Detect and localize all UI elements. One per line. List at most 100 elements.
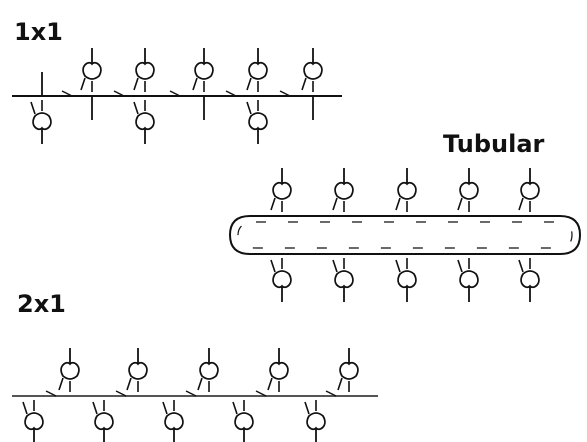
- needle-2x1-lower-1: [22, 400, 44, 442]
- needle-2x1-upper-2: [126, 348, 148, 392]
- needle-head: [269, 361, 289, 380]
- needle-hook: [246, 100, 259, 115]
- needle-hook: [267, 377, 280, 392]
- needle-hook: [457, 258, 470, 273]
- needle-1x1-lower-2: [133, 100, 155, 144]
- needle-head: [82, 61, 102, 80]
- yarn-tick-1x1-3: [169, 90, 181, 97]
- yarn-tick-2x1-4: [255, 390, 267, 397]
- needle-head: [248, 61, 268, 80]
- needle-hook: [337, 377, 350, 392]
- needle-hook: [457, 197, 470, 212]
- needle-head: [135, 61, 155, 80]
- yarn-tick-2x1-1: [45, 390, 57, 397]
- needle-hook: [30, 100, 43, 115]
- needle-hook: [332, 197, 345, 212]
- yarn-tick-1x1-5: [279, 90, 291, 97]
- needle-hook: [270, 197, 283, 212]
- needle-head: [459, 181, 479, 200]
- needle-1x1-lower-3: [246, 100, 268, 144]
- needle-tubular-lower-1: [270, 258, 292, 302]
- needle-hook: [395, 197, 408, 212]
- needle-tubular-lower-4: [457, 258, 479, 302]
- needle-2x1-upper-4: [267, 348, 289, 392]
- tubular-loop: [228, 215, 582, 255]
- needle-head: [32, 112, 52, 131]
- needle-hook: [162, 400, 175, 415]
- needle-head: [194, 61, 214, 80]
- needle-hook: [126, 377, 139, 392]
- needle-tubular-lower-3: [395, 258, 417, 302]
- yarn-tick-1x1-2: [113, 90, 125, 97]
- needle-tubular-upper-2: [332, 168, 354, 212]
- needle-2x1-lower-3: [162, 400, 184, 442]
- needle-head: [272, 181, 292, 200]
- needle-head: [94, 412, 114, 431]
- needle-hook: [518, 197, 531, 212]
- yarn-tick-1x1-4: [225, 90, 237, 97]
- needle-head: [199, 361, 219, 380]
- yarn-tick-2x1-2: [115, 390, 127, 397]
- needle-hook: [332, 258, 345, 273]
- needle-1x1-upper-5: [301, 48, 323, 92]
- needle-head: [397, 270, 417, 289]
- needle-head: [24, 412, 44, 431]
- needle-hook: [395, 258, 408, 273]
- tubular-yarn-path: [237, 221, 573, 249]
- needle-1x1-upper-1: [80, 48, 102, 92]
- label-2x1: 2x1: [17, 290, 66, 318]
- needle-hook: [133, 100, 146, 115]
- needle-head: [60, 361, 80, 380]
- needle-2x1-lower-4: [232, 400, 254, 442]
- needle-tubular-upper-1: [270, 168, 292, 212]
- needle-hook: [301, 77, 314, 92]
- needle-head: [135, 112, 155, 131]
- needle-tubular-upper-5: [518, 168, 540, 212]
- needle-2x1-upper-1: [58, 348, 80, 392]
- needle-head: [272, 270, 292, 289]
- needle-2x1-lower-2: [92, 400, 114, 442]
- needle-hook: [58, 377, 71, 392]
- needle-head: [303, 61, 323, 80]
- yarn-tick-2x1-5: [325, 390, 337, 397]
- needle-tubular-lower-5: [518, 258, 540, 302]
- needle-head: [334, 270, 354, 289]
- needle-1x1-upper-2: [133, 48, 155, 92]
- needle-hook: [197, 377, 210, 392]
- needle-hook: [22, 400, 35, 415]
- needle-head: [234, 412, 254, 431]
- needle-hook: [92, 400, 105, 415]
- needle-1x1-upper-4: [246, 48, 268, 92]
- needle-hook: [270, 258, 283, 273]
- needle-1x1-lower-1: [30, 100, 52, 144]
- label-1x1: 1x1: [14, 18, 63, 46]
- needle-2x1-upper-3: [197, 348, 219, 392]
- needle-2x1-lower-5: [304, 400, 326, 442]
- label-tubular: Tubular: [443, 130, 545, 158]
- yarn-tick-2x1-3: [185, 390, 197, 397]
- needle-hook: [304, 400, 317, 415]
- needle-head: [520, 181, 540, 200]
- needle-head: [339, 361, 359, 380]
- needle-head: [164, 412, 184, 431]
- needle-head: [520, 270, 540, 289]
- yarn-tick-1x1-1: [61, 90, 73, 97]
- needle-1x1-upper-3: [192, 48, 214, 92]
- needle-head: [128, 361, 148, 380]
- needle-head: [397, 181, 417, 200]
- needle-head: [306, 412, 326, 431]
- needle-hook: [518, 258, 531, 273]
- needle-tubular-upper-3: [395, 168, 417, 212]
- needle-head: [459, 270, 479, 289]
- needle-hook: [246, 77, 259, 92]
- needle-hook: [192, 77, 205, 92]
- needle-2x1-upper-5: [337, 348, 359, 392]
- needle-hook: [133, 77, 146, 92]
- needle-tubular-lower-2: [332, 258, 354, 302]
- needle-hook: [80, 77, 93, 92]
- needle-head: [334, 181, 354, 200]
- needle-hook: [232, 400, 245, 415]
- needle-head: [248, 112, 268, 131]
- needle-tubular-upper-4: [457, 168, 479, 212]
